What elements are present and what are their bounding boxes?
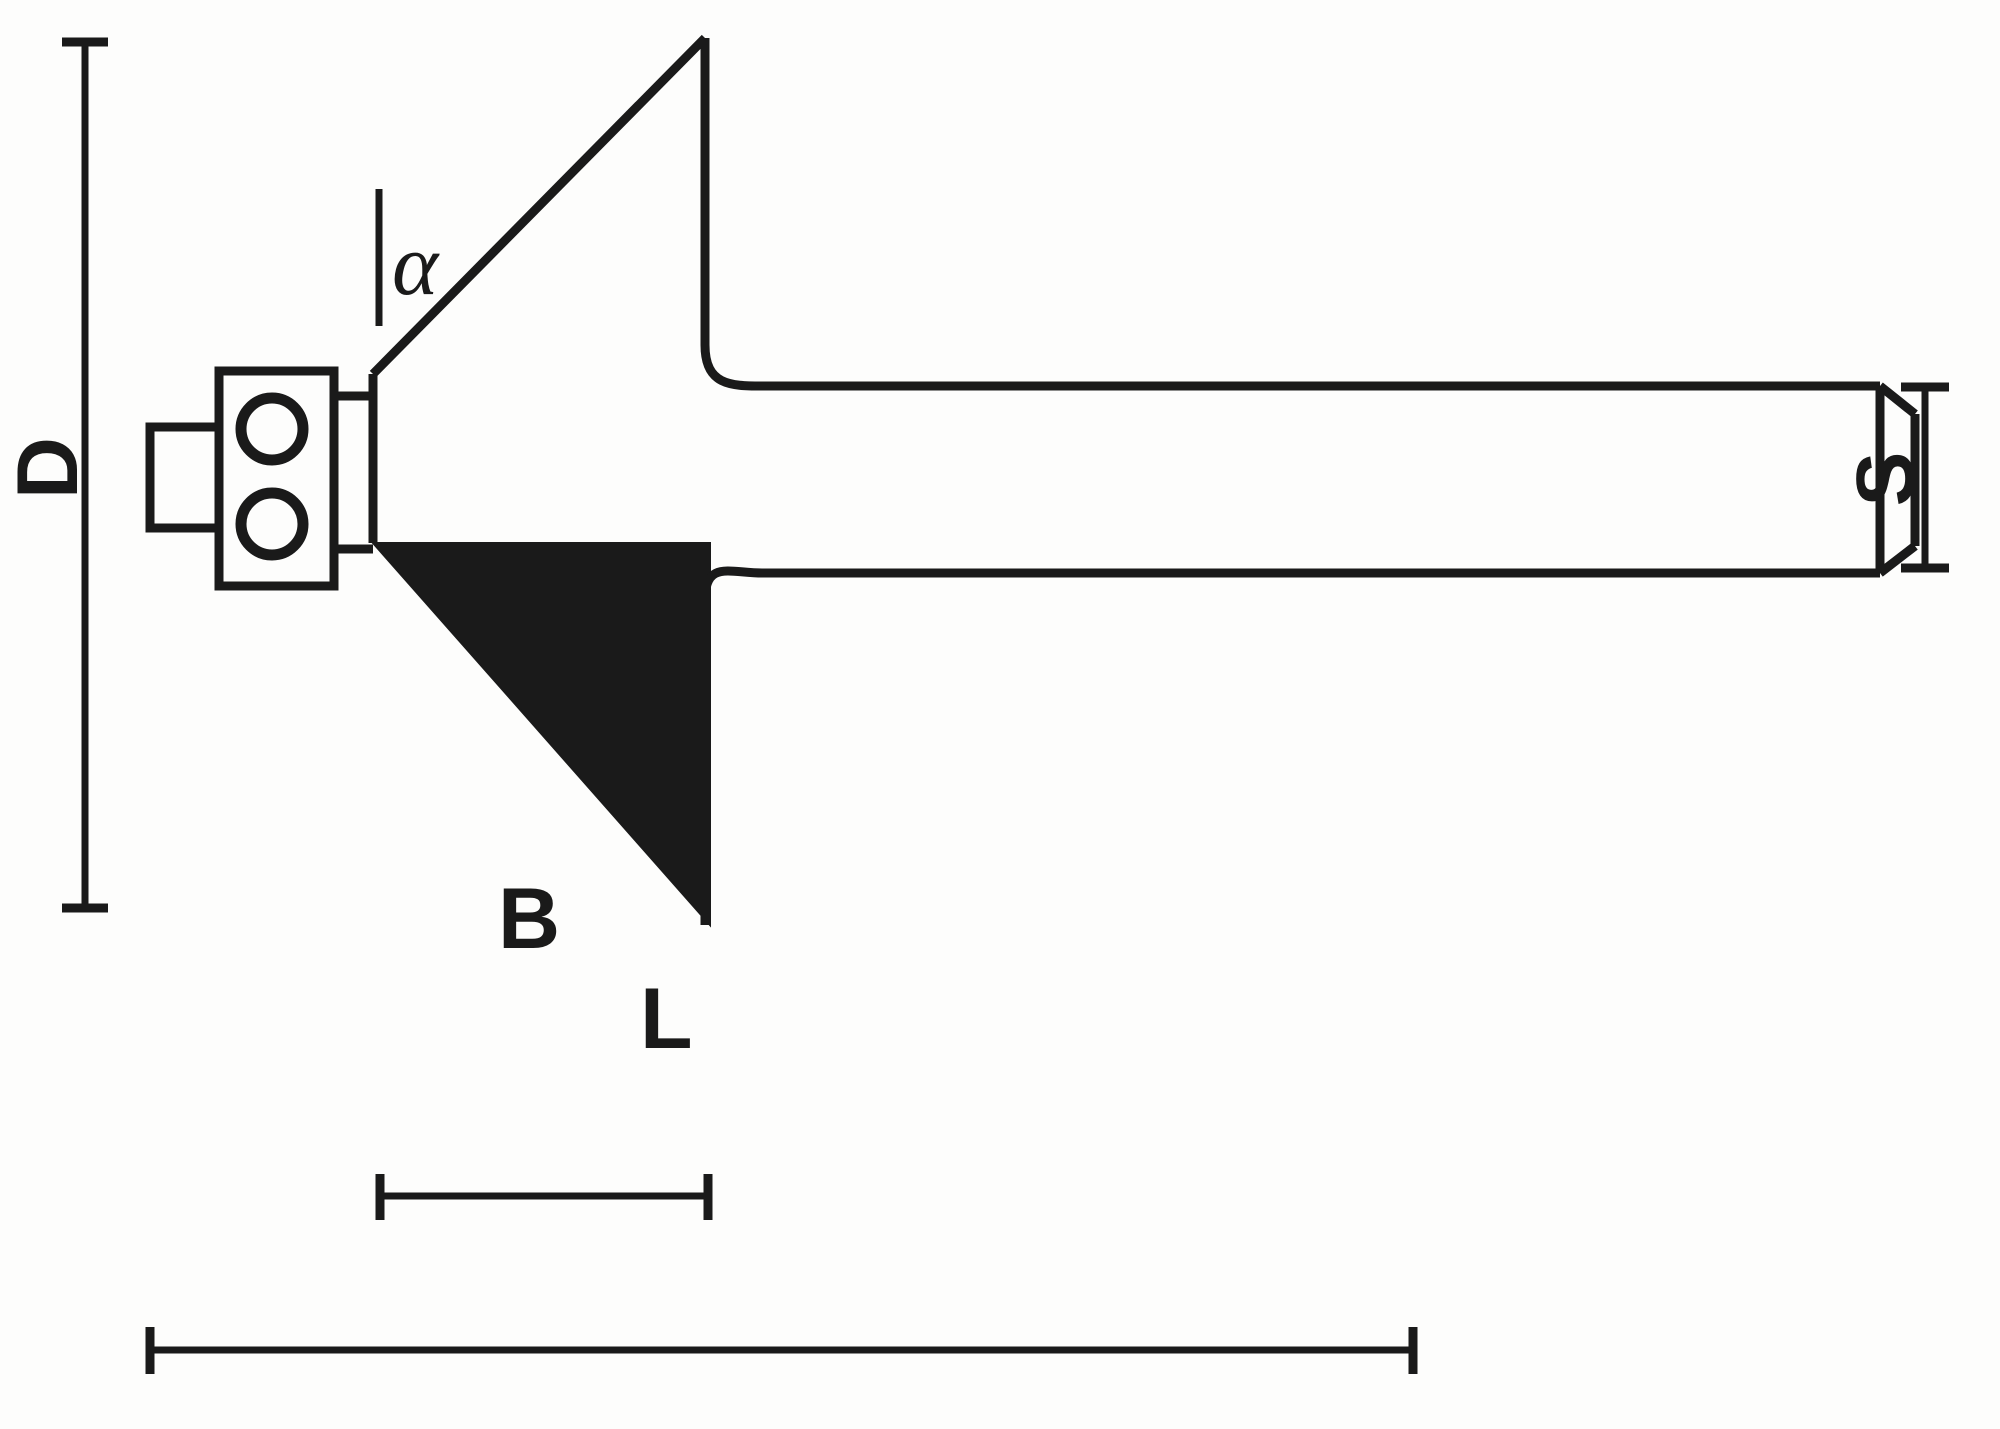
- bearing-neck: [334, 391, 373, 554]
- bearing-hole-upper: [235, 392, 309, 466]
- cutter-head-upper: [368, 34, 710, 925]
- dimension-L: [145, 1327, 1418, 1374]
- cutter-blade-lower: [370, 542, 711, 928]
- bearing-stub: [145, 422, 219, 533]
- dimension-label-D: D: [0, 436, 96, 500]
- dimension-label-L: L: [640, 971, 693, 1067]
- dimension-label-S: S: [1840, 451, 1931, 507]
- bearing-hole-lower: [235, 487, 309, 561]
- bearing-body: [214, 366, 339, 591]
- dimension-label-B: B: [498, 871, 561, 967]
- dimension-label-alpha: α: [392, 217, 439, 314]
- shank: [700, 344, 1920, 601]
- dimension-D: [62, 37, 108, 913]
- dimension-B: [375, 1174, 713, 1220]
- dimension-S: [1901, 382, 1949, 573]
